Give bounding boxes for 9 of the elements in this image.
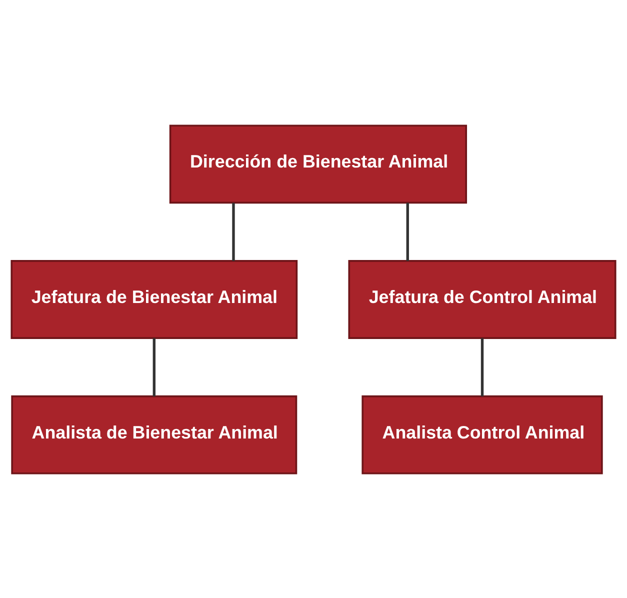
node-box: Dirección de Bienestar Animal [169,124,468,204]
connector [406,202,409,260]
connector [480,338,484,396]
node-box: Jefatura de Bienestar Animal [10,260,298,338]
node-box: Analista Control Animal [362,394,603,474]
connector [232,202,235,260]
node-box: Analista de Bienestar Animal [11,394,298,474]
connector [152,338,156,396]
node-box: Jefatura de Control Animal [348,260,616,338]
